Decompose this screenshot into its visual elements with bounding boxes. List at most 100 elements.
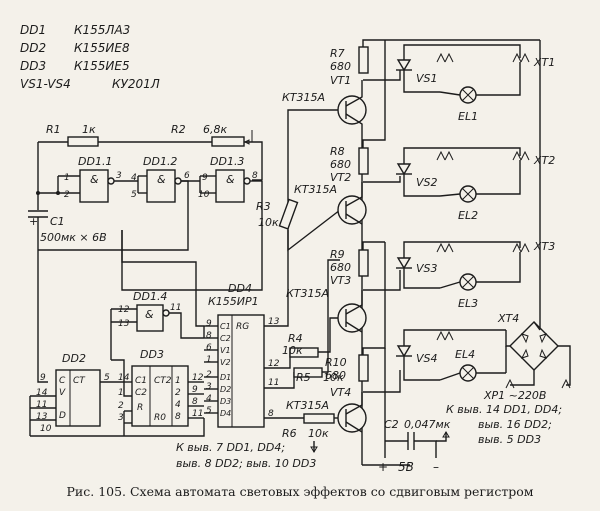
and-symbol: & [226,173,235,186]
pin-number: 9 [192,385,198,395]
pin-number: 13 [36,412,48,422]
pin-number: 8 [192,397,198,407]
wire [37,262,48,383]
xp1-label: XP1 ~220В [483,389,546,402]
wire [345,392,363,415]
pin-number: 1 [175,376,181,386]
bridge-rectifier [509,321,559,371]
dd1-2-label: DD1.2 [143,155,177,168]
dd3-pin: C1 [135,376,147,386]
dd2-pin: C [59,376,66,386]
part-type: К155ИЕ5 [74,59,130,73]
plus-terminal: + [378,460,388,474]
vt3-type: КТ315А [286,287,329,300]
and-symbol: & [90,173,99,186]
wire [403,329,440,346]
pin-number: 12 [192,373,204,383]
r1-label: R1 [46,123,61,136]
c1-value: 500мк × 6В [40,231,107,244]
pin-number: 6 [206,343,212,353]
gate-dd1-3 [215,169,245,203]
inverter-bubble [243,177,251,185]
vt3-label: VT3 [330,274,351,287]
wire [363,176,401,183]
inverter-bubble [174,177,182,185]
dd4-pin: D1 [220,373,231,382]
pin-number: 3 [118,413,124,423]
wire [322,259,340,373]
el3-label: EL3 [458,297,478,310]
transistor-vt1 [337,95,367,125]
wire [363,370,401,393]
r10-label: R10 [325,356,347,369]
c2-value: 0,047мк [404,418,451,431]
pin-number: 6 [184,171,190,181]
dd1-1-label: DD1.1 [78,155,112,168]
wire [439,372,461,381]
diode-bridge: XP1 ~220В [483,321,571,402]
wire [30,418,205,437]
resistor-r2 [211,136,245,147]
vt4-type: КТ315А [286,399,329,412]
dd4-pin: V1 [220,346,231,355]
thyristor-vs3 [396,257,412,270]
xt2-label: XT2 [533,154,555,167]
stage-4: R10 680 VT4 КТ315А [286,242,401,433]
wire [38,176,59,194]
pin-number: 11 [170,303,181,313]
r9-label: R9 [330,248,345,261]
part-type: К155ЛА3 [74,23,130,37]
inverter-bubble [162,309,170,317]
wire [345,290,363,315]
wire [362,39,540,47]
wire [414,440,437,458]
dd3-pin: C2 [135,388,147,398]
wire [345,182,363,207]
connector-icon [436,52,454,63]
wire [345,213,363,225]
stage-1: R7 680 VT1 КТ315А [282,39,540,465]
dd4-pin: C2 [220,334,231,343]
vt1-type: КТ315А [282,91,325,104]
wire [403,241,440,258]
wire [111,359,132,397]
vs4-label: VS4 [416,352,438,365]
inverter-bubble [107,177,115,185]
wire [533,321,541,331]
pin-number: 12 [268,359,280,369]
r6-label: R6 [282,427,297,440]
wire [403,268,440,289]
el4-label: EL4 [455,348,475,361]
vs1-label: VS1 [416,72,438,85]
dd3-label: DD3 [140,348,164,361]
connector-icon [436,330,454,341]
dd4-label: DD4 [228,282,252,295]
dd4-body [217,314,265,428]
lamp-cross-icon [461,366,475,380]
thyristor-vs2 [396,163,412,176]
pin-number: 9 [40,373,46,383]
supply-voltage: 5В [398,460,414,474]
thyristor-vs4 [396,345,412,358]
pin-number: 2 [64,190,70,200]
pin-number: 11 [268,378,279,388]
lamp-cross-icon [461,88,475,102]
resistor-r3 [278,198,299,230]
part-type: КУ201Л [112,77,160,91]
r8-value: 680 [330,158,351,171]
wire [345,321,363,333]
wire [439,91,461,96]
dd1-3-label: DD1.3 [210,155,244,168]
junction-dot [36,191,40,195]
resistor-r7 [358,46,369,74]
wire [476,62,521,96]
wire [403,356,440,381]
vcc-note-line3: выв. 5 DD3 [478,433,541,446]
part-ref: DD2 [20,41,46,55]
pin-number: 11 [192,409,203,419]
pin-number: 14 [36,388,48,398]
gate-dd1-4: & DD1.4 12 13 11 [110,181,263,360]
pin-number: 4 [206,394,212,404]
transistor-vt2 [337,195,367,225]
